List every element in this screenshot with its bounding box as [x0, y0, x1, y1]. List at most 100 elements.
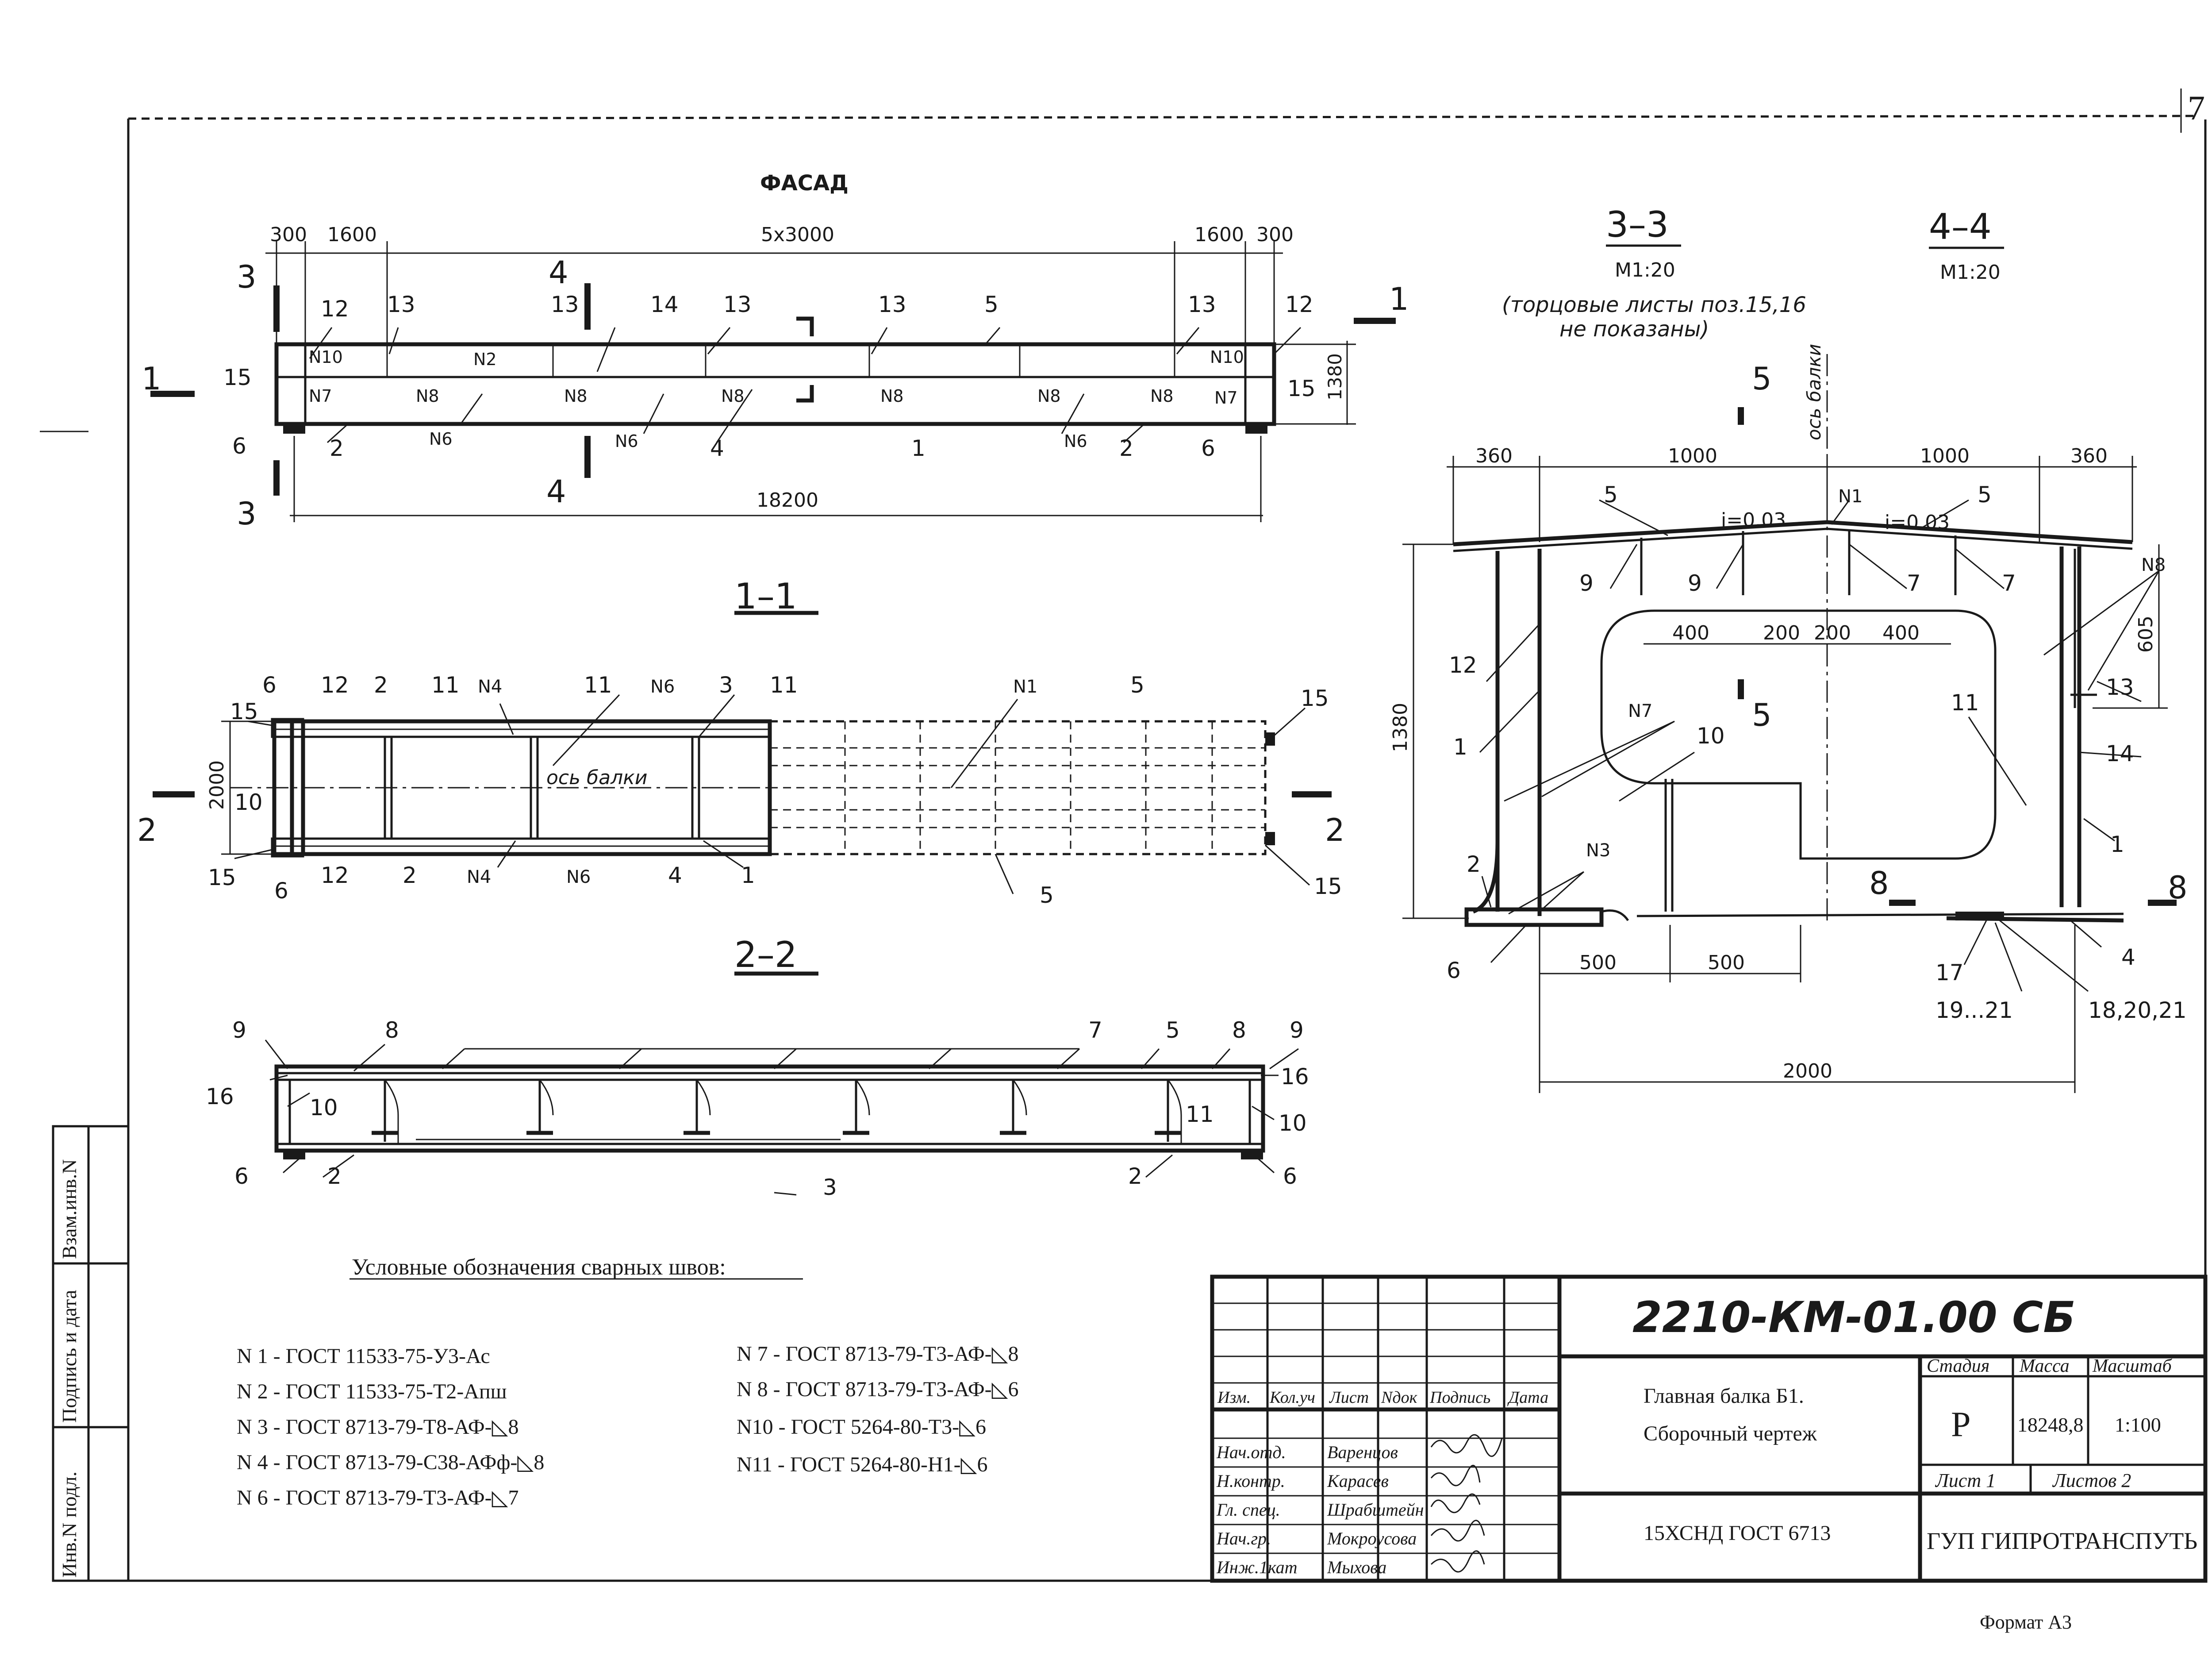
facade-cut-1-right: 1 — [1389, 281, 1409, 317]
section-2-2-pos: 2 — [327, 1163, 342, 1189]
mass-value: 18248,8 — [2017, 1413, 2084, 1436]
section-4-4-dim-2000: 2000 — [1783, 1060, 1832, 1082]
section-2-2-pos: 7 — [1088, 1017, 1102, 1043]
facade-cut-4-top: 4 — [549, 254, 568, 291]
facade-pos: 2 — [1119, 435, 1133, 461]
title-block-name: Мокроусова — [1327, 1529, 1417, 1548]
legend-item: N 8 - ГОСТ 8713-79-Т3-АФ-◺6 — [737, 1378, 1019, 1401]
section-4-4-dim-360-left: 360 — [1475, 445, 1513, 467]
section-4-4-pos: 12 — [1449, 652, 1477, 678]
legend-item: N 6 - ГОСТ 8713-79-Т3-АФ-◺7 — [237, 1486, 519, 1509]
facade-weld: N7 — [309, 386, 332, 406]
legend-title: Условные обозначения сварных швов: — [352, 1255, 726, 1280]
section-3-3-title: 3–3 — [1606, 204, 1669, 245]
section-4-4-scale: М1:20 — [1940, 261, 2001, 284]
facade-dim-total: 18200 — [757, 489, 818, 512]
stamp-signature-date: Подпись и дата — [58, 1290, 81, 1423]
material: 15ХСНД ГОСТ 6713 — [1644, 1521, 1831, 1545]
section-1-1-pos: 12 — [321, 672, 349, 698]
section-2-2-pos: 8 — [385, 1017, 399, 1043]
stage-value: Р — [1951, 1405, 1971, 1444]
legend-items-right: N 7 - ГОСТ 8713-79-Т3-АФ-◺8 N 8 - ГОСТ 8… — [737, 1342, 1019, 1476]
section-1-1-weld: N6 — [566, 867, 591, 887]
section-4-4-dim-360-right: 360 — [2070, 445, 2108, 467]
section-1-1-pos: 10 — [234, 789, 263, 815]
section-1-1-pos: 12 — [321, 862, 349, 888]
section-1-1-pos: 1 — [741, 862, 755, 888]
section-4-4-pos: 4 — [2121, 944, 2135, 970]
legend-item: N 3 - ГОСТ 8713-79-Т8-АФ-◺8 — [237, 1415, 519, 1439]
section-4-4-cut-5-bottom: 5 — [1752, 697, 1772, 733]
section-2-2-pos: 11 — [1186, 1101, 1214, 1127]
facade-pos: 12 — [321, 296, 349, 322]
facade-dim-1600-left: 1600 — [327, 223, 377, 246]
organization: ГУП ГИПРОТРАНСПУТЬ — [1927, 1528, 2197, 1554]
facade-dim-300-right: 300 — [1256, 223, 1294, 246]
section-1-1-pos: 6 — [274, 878, 288, 904]
section-4-4-dim-400-b: 400 — [1882, 622, 1920, 644]
section-2-2-position-labels: 9 8 7 5 8 9 16 10 11 16 10 6 2 3 2 6 — [206, 1017, 1309, 1200]
scale-label: Масштаб — [2092, 1356, 2173, 1376]
section-1-1 — [153, 611, 1332, 894]
title-block-header: Подпись — [1429, 1388, 1490, 1407]
section-4-4-pos: 6 — [1447, 958, 1461, 983]
title-block — [1210, 1274, 2208, 1583]
sheet-label: Лист 1 — [1935, 1470, 1996, 1491]
title-block-role: Н.контр. — [1216, 1471, 1285, 1491]
section-2-2-pos: 16 — [206, 1084, 234, 1109]
facade-pos: 13 — [878, 292, 906, 317]
facade-view: ФАСАД — [150, 171, 1396, 522]
section-4-4-slope-right: i=0.03 — [1885, 511, 1950, 534]
title-block-header: Дата — [1507, 1388, 1548, 1407]
facade-weld: N10 — [1210, 347, 1244, 367]
section-2-2-title: 2–2 — [734, 934, 797, 975]
title-block-header: Изм. — [1217, 1388, 1251, 1407]
facade-cut-3-bottom: 3 — [237, 496, 257, 532]
section-1-1-pos: 3 — [719, 672, 733, 698]
section-1-1-pos: 5 — [1040, 882, 1054, 908]
section-1-1-title: 1–1 — [734, 576, 797, 617]
section-3-3-note-2: не показаны) — [1559, 317, 1709, 342]
facade-weld: N8 — [416, 386, 439, 406]
section-4-4-pos: 17 — [1936, 960, 1964, 986]
facade-title: ФАСАД — [760, 171, 849, 196]
section-4-4-pos: 14 — [2106, 741, 2134, 766]
sheets-label: Листов 2 — [2052, 1470, 2131, 1491]
section-3-3-note-1: (торцовые листы поз.15,16 — [1502, 293, 1806, 317]
title-block-role: Инж.1кат — [1216, 1557, 1298, 1577]
section-1-1-pos: 11 — [431, 672, 460, 698]
section-4-4-dim-400-a: 400 — [1672, 622, 1709, 644]
section-4-4-pos: 5 — [1604, 482, 1618, 508]
facade-pos: 14 — [650, 292, 679, 317]
drawing-name-line-2: Сборочный чертеж — [1644, 1422, 1817, 1445]
section-4-4-pos: 13 — [2106, 674, 2134, 700]
facade-weld-labels: N10 N2 N10 N7 N8 N8 N8 N8 N8 N8 N7 N6 N6… — [309, 347, 1244, 451]
section-4-4-weld: N8 — [2141, 555, 2166, 575]
section-1-1-pos: 2 — [403, 862, 417, 888]
section-1-1-cut-2-right: 2 — [1325, 812, 1345, 848]
facade-weld: N6 — [1064, 431, 1087, 451]
section-1-1-pos: 15 — [1314, 874, 1342, 899]
section-2-2-pos: 10 — [310, 1095, 338, 1120]
facade-weld: N2 — [473, 350, 497, 369]
title-block-roles: Нач.отд. Н.контр. Гл. спец. Нач.гр. Инж.… — [1216, 1442, 1298, 1577]
facade-pos: 12 — [1285, 292, 1313, 317]
stamp-inv-replace: Взам.инв.N — [58, 1159, 81, 1259]
section-4-4-weld: N7 — [1628, 701, 1652, 721]
section-4-4-position-labels: 5 5 9 9 7 7 12 1 10 11 13 14 1 2 6 4 17 … — [1447, 482, 2187, 1023]
section-4-4-pos: 5 — [1978, 482, 1992, 508]
facade-cut-3-top: 3 — [237, 259, 257, 295]
section-1-1-weld: N4 — [478, 677, 502, 697]
section-4-4-pos: 9 — [1579, 570, 1594, 596]
side-stamp — [52, 1125, 130, 1582]
section-4-4-pos: 9 — [1688, 570, 1702, 596]
section-4-4-pos: 1 — [1453, 734, 1467, 760]
facade-pos: 5 — [984, 292, 998, 317]
section-4-4-dim-height: 1380 — [1389, 703, 1412, 752]
section-2-2-pos: 6 — [1283, 1163, 1297, 1189]
section-4-4-slope-left: i=0.03 — [1721, 509, 1786, 531]
legend-item: N10 - ГОСТ 5264-80-Т3-◺6 — [737, 1415, 986, 1439]
section-4-4-dim-1000-left: 1000 — [1668, 445, 1717, 467]
section-2-2-pos: 10 — [1279, 1110, 1307, 1136]
section-1-1-pos: 15 — [1301, 685, 1329, 711]
